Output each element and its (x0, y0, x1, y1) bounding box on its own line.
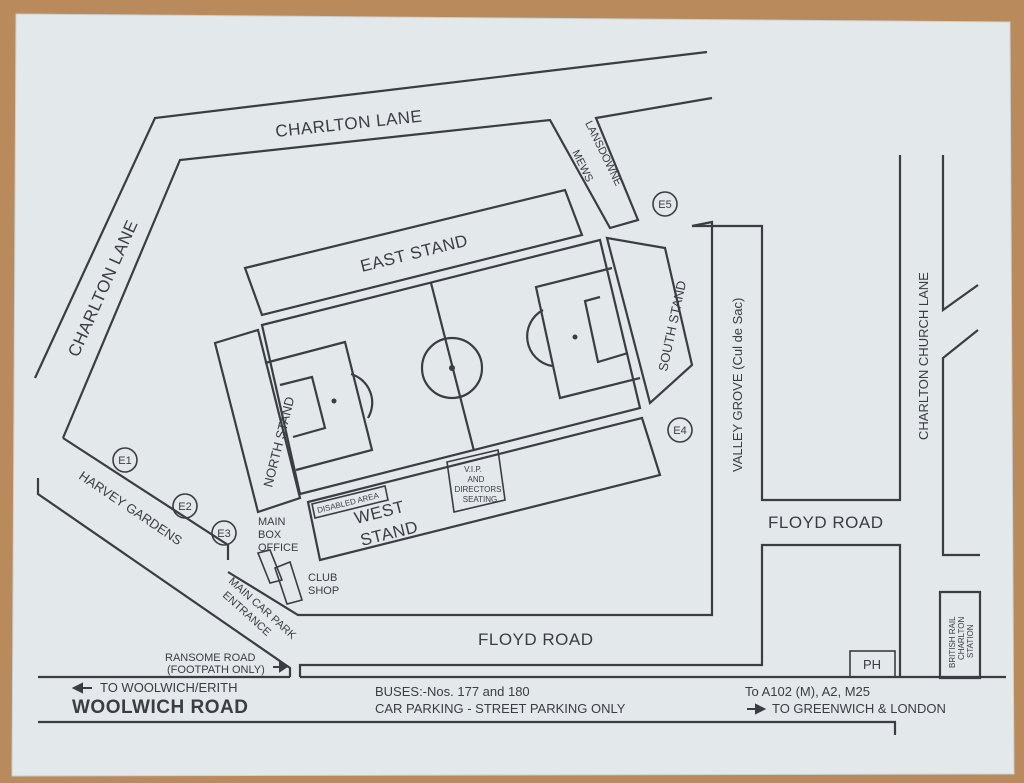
svg-text:E4: E4 (673, 425, 686, 437)
club-shop-building (274, 560, 304, 605)
south-stand (605, 236, 694, 406)
label-buses: BUSES:-Nos. 177 and 180 (375, 684, 530, 699)
label-shop: SHOP (308, 585, 339, 597)
pitch (260, 238, 642, 496)
label-vip-1: V.I.P. (464, 465, 482, 474)
entrance-e3: E3 (211, 520, 237, 546)
label-ph: PH (863, 657, 881, 672)
label-car-parking: CAR PARKING - STREET PARKING ONLY (375, 701, 626, 716)
label-floyd-road-south: FLOYD ROAD (478, 630, 594, 649)
north-stand (213, 328, 302, 514)
map-card (11, 13, 1015, 777)
east-stand (243, 188, 584, 317)
entrance-e1: E1 (112, 447, 138, 473)
label-floyd-road-east: FLOYD ROAD (768, 513, 884, 532)
label-station: STATION (966, 624, 975, 658)
box-office-building (256, 549, 284, 584)
arrow-right-icon (273, 661, 288, 673)
label-ransome-road: RANSOME ROAD (165, 652, 256, 664)
svg-text:E5: E5 (658, 199, 671, 211)
label-vip-2: AND (468, 475, 485, 484)
label-club: CLUB (308, 572, 337, 584)
entrance-markers: E1 E2 E3 E4 E5 (112, 191, 693, 546)
stadium (213, 188, 694, 605)
label-box: BOX (258, 529, 282, 541)
label-charlton-station: CHARLTON (957, 617, 966, 660)
label-footpath-only: (FOOTPATH ONLY) (167, 664, 265, 676)
arrow-right-icon (747, 703, 767, 715)
label-vip-4: SEATING (463, 495, 498, 504)
label-main: MAIN (258, 516, 286, 528)
label-office: OFFICE (258, 542, 298, 554)
svg-text:E2: E2 (178, 501, 191, 513)
pub-marker (849, 650, 896, 678)
label-to-woolwich: TO WOOLWICH/ERITH (100, 680, 237, 695)
svg-text:E1: E1 (118, 455, 131, 467)
entrance-e5: E5 (652, 191, 678, 217)
svg-text:E3: E3 (217, 528, 230, 540)
arrow-left-icon (71, 682, 92, 694)
label-woolwich-road: WOOLWICH ROAD (72, 697, 248, 718)
label-to-greenwich: TO GREENWICH & LONDON (772, 701, 946, 716)
label-vip-3: DIRECTORS (455, 485, 502, 494)
label-to-a102: To A102 (M), A2, M25 (745, 684, 870, 699)
label-valley-grove: VALLEY GROVE (Cul de Sac) (730, 298, 745, 472)
entrance-e2: E2 (172, 493, 198, 519)
label-charlton-church-lane: CHARLTON CHURCH LANE (916, 272, 931, 440)
label-british-rail: BRITISH RAIL (948, 616, 957, 668)
west-stand (306, 416, 662, 562)
entrance-e4: E4 (667, 417, 693, 443)
